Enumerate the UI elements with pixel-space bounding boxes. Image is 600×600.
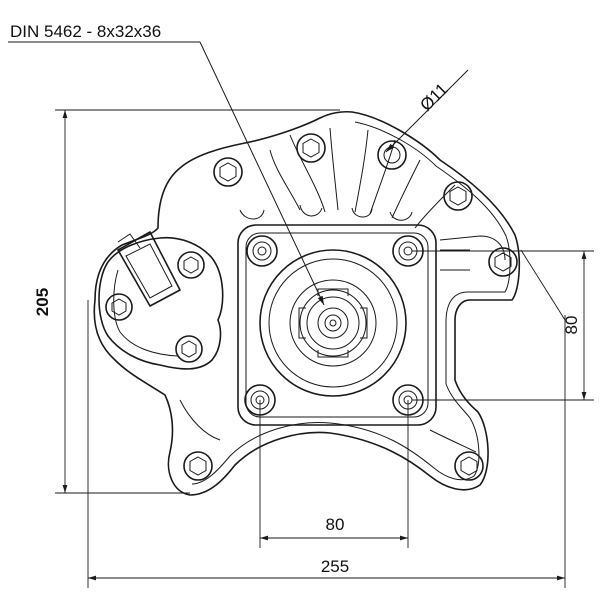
mount-hole (488, 247, 518, 277)
mount-hole (296, 133, 326, 163)
bolt-vertical-value: 80 (562, 316, 581, 335)
spline-spec-label: DIN 5462 - 8x32x36 (10, 22, 161, 41)
bolt-hole (246, 235, 278, 267)
mount-hole (183, 451, 213, 481)
dim-overall-height: 205 (33, 109, 340, 494)
overall-height-value: 205 (33, 288, 52, 316)
mount-hole (443, 181, 473, 211)
hole-diameter-callout: Ø11 (385, 69, 469, 153)
bolt-holes (105, 133, 518, 481)
mount-hole (377, 140, 407, 170)
mount-hole (175, 335, 203, 363)
bolt-horizontal-value: 80 (326, 515, 345, 534)
hole-diameter-label: Ø11 (416, 80, 451, 115)
pump-body (93, 110, 521, 496)
mount-hole (177, 251, 205, 279)
mount-hole (105, 293, 133, 321)
dim-overall-width: 255 (87, 249, 566, 588)
spline-callout: DIN 5462 - 8x32x36 (8, 22, 325, 306)
dim-bolt-vertical: 80 (412, 250, 594, 401)
overall-width-value: 255 (321, 557, 349, 576)
dim-bolt-horizontal: 80 (259, 400, 409, 548)
mount-hole (213, 157, 243, 187)
mount-hole (454, 451, 484, 481)
